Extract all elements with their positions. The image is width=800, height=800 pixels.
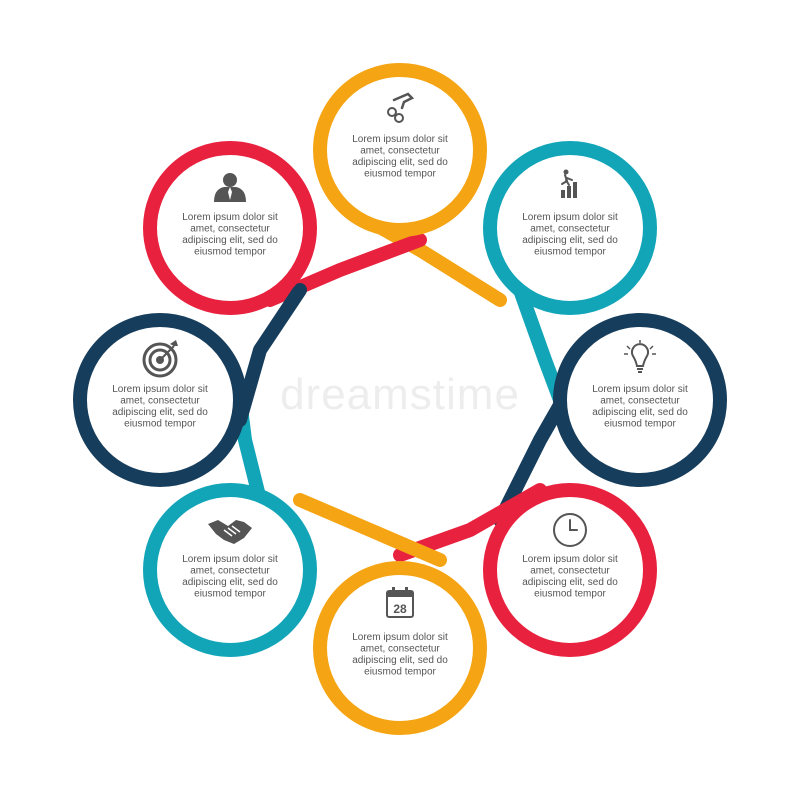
ring-top-right (483, 141, 657, 315)
robot-hand-gears-icon (387, 92, 415, 123)
rings-layer (73, 63, 727, 735)
clock-icon (553, 513, 587, 547)
node-text-line: amet, consectetur (120, 396, 200, 407)
node-text-line: amet, consectetur (190, 224, 270, 235)
ring-bottom-left (143, 483, 317, 657)
node-text-line: eiusmod tempor (604, 419, 676, 430)
node-text-line: Lorem ipsum dolor sit (522, 554, 618, 565)
ring-top-left (143, 141, 317, 315)
ribbon-connector (293, 493, 447, 567)
growth-runner-icon (561, 169, 577, 198)
node-text-line: amet, consectetur (530, 224, 610, 235)
node-text-line: amet, consectetur (360, 644, 440, 655)
calendar-day-label: 28 (393, 602, 407, 616)
node-text-line: adipiscing elit, sed do (352, 655, 448, 666)
icons-layer: 28 (142, 92, 656, 618)
node-text-line: adipiscing elit, sed do (522, 235, 618, 246)
node-text-line: Lorem ipsum dolor sit (112, 384, 208, 395)
node-text-line: adipiscing elit, sed do (522, 577, 618, 588)
node-text-line: eiusmod tempor (534, 247, 606, 258)
node-text-line: Lorem ipsum dolor sit (352, 632, 448, 643)
ring-top (313, 63, 487, 237)
ring-left (73, 313, 247, 487)
node-text-line: eiusmod tempor (364, 169, 436, 180)
node-text-line: Lorem ipsum dolor sit (522, 212, 618, 223)
node-text-line: amet, consectetur (190, 566, 270, 577)
target-icon (142, 340, 178, 378)
node-text-line: amet, consectetur (600, 396, 680, 407)
node-text-line: amet, consectetur (360, 146, 440, 157)
node-text-line: adipiscing elit, sed do (182, 235, 278, 246)
calendar-icon: 28 (386, 587, 414, 618)
businessman-icon (214, 173, 246, 202)
node-text-line: eiusmod tempor (194, 247, 266, 258)
node-text-line: eiusmod tempor (124, 419, 196, 430)
node-text-line: Lorem ipsum dolor sit (592, 384, 688, 395)
lightbulb-icon (624, 340, 656, 373)
handshake-icon (208, 520, 252, 544)
node-text-line: Lorem ipsum dolor sit (182, 212, 278, 223)
node-text-line: adipiscing elit, sed do (592, 407, 688, 418)
node-text-line: adipiscing elit, sed do (182, 577, 278, 588)
ring-right (553, 313, 727, 487)
ring-bottom (313, 561, 487, 735)
node-text-line: eiusmod tempor (194, 589, 266, 600)
node-text-line: amet, consectetur (530, 566, 610, 577)
node-text-line: adipiscing elit, sed do (112, 407, 208, 418)
node-text-line: eiusmod tempor (364, 667, 436, 678)
node-text-line: adipiscing elit, sed do (352, 157, 448, 168)
node-text-line: Lorem ipsum dolor sit (352, 134, 448, 145)
node-text-line: eiusmod tempor (534, 589, 606, 600)
ring-bottom-right (483, 483, 657, 657)
node-text-line: Lorem ipsum dolor sit (182, 554, 278, 565)
